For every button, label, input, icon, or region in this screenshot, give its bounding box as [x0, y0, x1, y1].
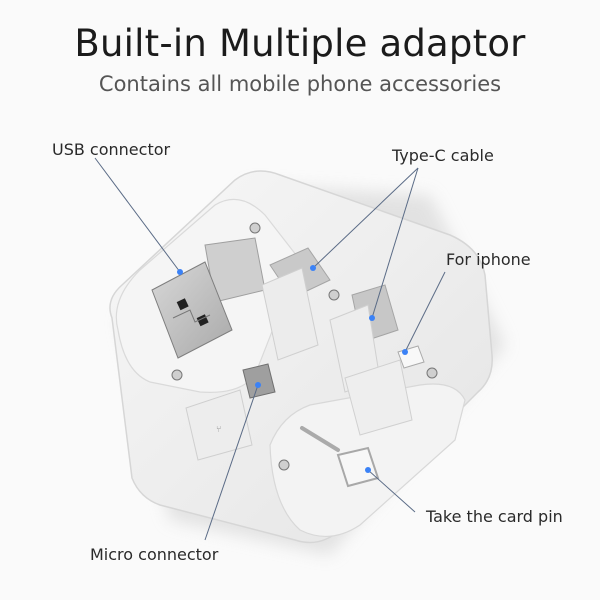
page-subtitle: Contains all mobile phone accessories [98, 72, 502, 96]
for-iphone-label: For iphone [446, 250, 531, 269]
typec-cable-label: Type-C cable [392, 146, 494, 165]
micro-usb-connector: ⑂ [185, 363, 276, 461]
pointer-lines [94, 157, 446, 541]
screws [171, 222, 438, 471]
sim-pin [300, 426, 380, 488]
page-title: Built-in Multiple adaptor [74, 22, 526, 65]
typec-connector-1 [261, 247, 331, 361]
pointer-dots [177, 265, 408, 473]
usb-connector [151, 237, 266, 359]
svg-text:⑂: ⑂ [216, 425, 221, 435]
micro-connector-label: Micro connector [90, 545, 219, 564]
card-pin-label: Take the card pin [426, 507, 563, 526]
usb-connector-label: USB connector [52, 140, 171, 159]
